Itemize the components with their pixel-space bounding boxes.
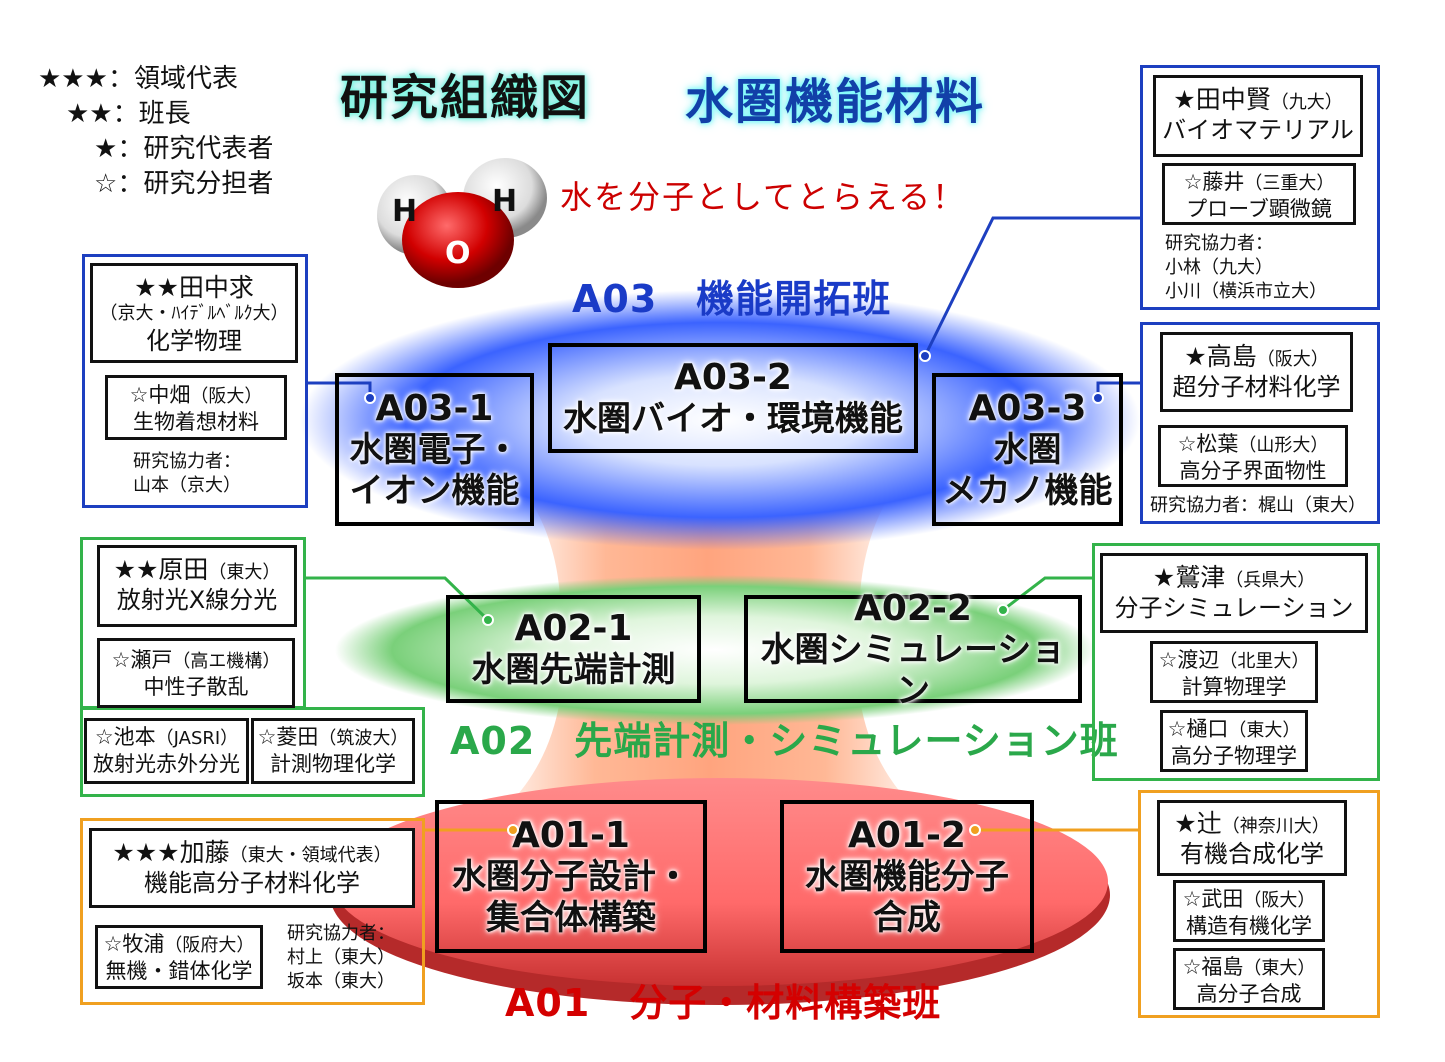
member-card-seto: ☆瀬戸（高エ機構） 中性子散乱	[97, 638, 295, 708]
unit-code: A03-2	[674, 357, 792, 398]
collaborators-a03-1: 研究協力者： 山本（京大）	[133, 451, 241, 496]
unit-name: 水圏バイオ・環境機能	[563, 399, 903, 440]
unit-a03-3[interactable]: A03-3 水圏 メカノ機能	[932, 373, 1123, 526]
member-card-takashima: ★高島（阪大） 超分子材料化学	[1160, 332, 1353, 412]
unit-a02-1[interactable]: A02-1 水圏先端計測	[446, 595, 701, 703]
collaborators-a03-2: 研究協力者： 小林（九大） 小川（横浜市立大）	[1165, 233, 1327, 302]
legend-item-pi: ★：研究代表者	[94, 134, 274, 164]
unit-a03-2[interactable]: A03-2 水圏バイオ・環境機能	[548, 343, 918, 453]
molecule-h1-label: H	[392, 194, 418, 229]
member-card-fujii: ☆藤井（三重大） プローブ顕微鏡	[1162, 163, 1356, 225]
legend: ★★★：領域代表 ★★：班長 ★：研究代表者 ☆：研究分担者	[38, 62, 273, 202]
unit-code: A02-2	[854, 587, 972, 629]
dot-a03-3	[1092, 392, 1104, 404]
unit-name: 水圏シミュレーション	[760, 629, 1066, 711]
group-a01-title: A01 分子・材料構築班	[505, 981, 942, 1025]
unit-code: A03-1	[375, 388, 494, 430]
member-card-ikemoto: ☆池本（JASRI） 放射光赤外分光	[84, 718, 249, 784]
member-card-nakahata: ☆中畑（阪大） 生物着想材料	[105, 375, 287, 440]
collaborators-a01-1: 研究協力者： 村上（東大） 坂本（東大）	[287, 923, 395, 992]
a02-halo	[335, 575, 1095, 725]
unit-a01-1[interactable]: A01-1 水圏分子設計・ 集合体構築	[435, 800, 707, 953]
connector-a03-2	[923, 216, 1143, 357]
member-card-tanaka-motomu: ★★田中求 （京大・ﾊｲﾃﾞﾙﾍﾞﾙｸ大） 化学物理	[90, 263, 298, 363]
unit-a01-2[interactable]: A01-2 水圏機能分子 合成	[780, 800, 1034, 953]
connector-a02-2	[1002, 576, 1095, 612]
unit-code: A01-1	[512, 815, 630, 857]
member-card-kato: ★★★加藤（東大・領域代表） 機能高分子材料化学	[89, 828, 415, 908]
unit-name: 水圏先端計測	[471, 650, 676, 691]
member-card-higuchi: ☆樋口（東大） 高分子物理学	[1160, 710, 1308, 772]
member-card-takeda: ☆武田（阪大） 構造有機化学	[1173, 880, 1325, 942]
page-subtitle: 水圏機能材料	[685, 74, 986, 130]
member-card-washizu: ★鷲津（兵県大） 分子シミュレーション	[1100, 553, 1368, 633]
legend-item-leader: ★★：班長	[66, 99, 191, 129]
collaborators-a03-3: 研究協力者：梶山（東大）	[1150, 495, 1366, 516]
water-molecule-icon	[377, 158, 547, 288]
panel-a03-2-members	[1140, 65, 1380, 310]
panel-a02-2-members	[1092, 543, 1380, 781]
unit-code: A03-3	[968, 388, 1087, 430]
a01-disk	[332, 778, 1108, 986]
member-card-hishida: ☆菱田（筑波大） 計測物理化学	[251, 718, 415, 784]
legend-item-area-rep: ★★★：領域代表	[38, 64, 238, 94]
unit-code: A02-1	[514, 608, 633, 649]
unit-code: A01-2	[848, 815, 966, 857]
panel-a03-1-members	[82, 254, 308, 508]
unit-name: 水圏分子設計・ 集合体構築	[452, 857, 690, 939]
molecule-h2-label: H	[492, 184, 518, 219]
panel-a01-2-members	[1138, 790, 1380, 1018]
member-card-tanaka-masaru: ★田中賢（九大） バイオマテリアル	[1153, 75, 1363, 157]
connector-a02-1	[305, 576, 490, 622]
page-title: 研究組織図	[340, 70, 591, 126]
member-card-tsuji: ★辻（神奈川大） 有機合成化学	[1157, 800, 1347, 876]
unit-a03-1[interactable]: A03-1 水圏電子・ イオン機能	[335, 373, 534, 526]
unit-a02-2[interactable]: A02-2 水圏シミュレーション	[744, 588, 1082, 711]
member-card-harada: ★★原田（東大） 放射光X線分光	[97, 545, 297, 627]
group-a03-title: A03 機能開拓班	[572, 277, 892, 321]
member-card-fukushima: ☆福島（東大） 高分子合成	[1173, 948, 1325, 1010]
group-a02-title: A02 先端計測・シミュレーション班	[450, 719, 1119, 763]
member-card-makiura: ☆牧浦（阪府大） 無機・錯体化学	[95, 925, 263, 989]
dot-a03-2	[919, 350, 931, 362]
dot-a01-1	[507, 824, 519, 836]
dot-a03-1	[364, 392, 376, 404]
slogan: 水を分子としてとらえる！	[560, 178, 967, 216]
dot-a02-1	[482, 614, 494, 626]
dot-a01-2	[969, 824, 981, 836]
molecule-o-label: O	[445, 236, 471, 271]
legend-item-co-pi: ☆：研究分担者	[94, 169, 274, 199]
member-card-matsuba: ☆松葉（山形大） 高分子界面物性	[1158, 425, 1348, 487]
unit-name: 水圏 メカノ機能	[942, 430, 1113, 512]
member-card-watanabe: ☆渡辺（北里大） 計算物理学	[1150, 641, 1318, 703]
dot-a02-2	[997, 604, 1009, 616]
panel-a01-1-members	[80, 818, 425, 1005]
unit-name: 水圏機能分子 合成	[805, 857, 1009, 939]
panel-a03-3-members	[1140, 322, 1380, 524]
unit-name: 水圏電子・ イオン機能	[349, 430, 520, 512]
panel-a02-1-lower	[80, 707, 425, 797]
